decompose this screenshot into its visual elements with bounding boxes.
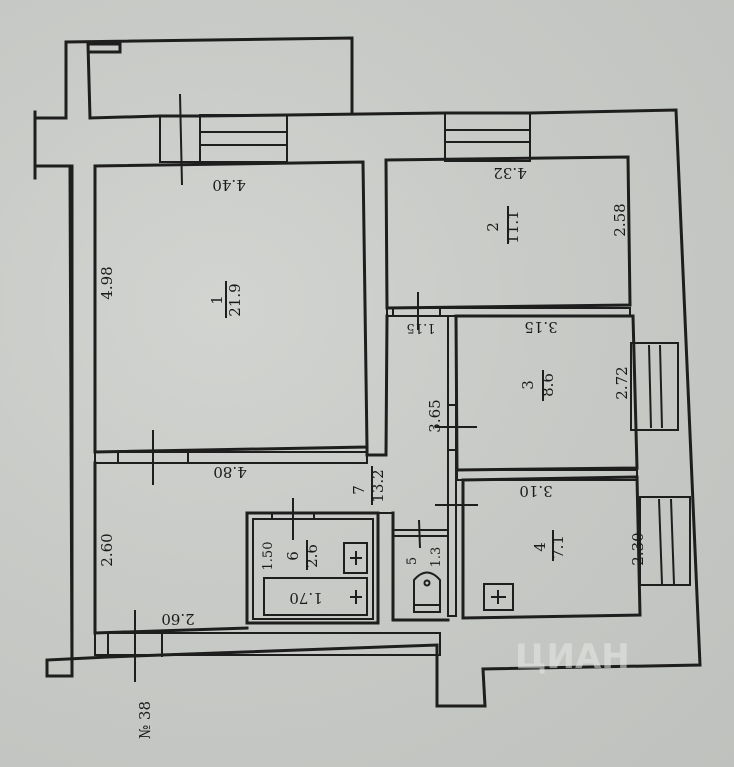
- dim-room-3-top: 3.15: [524, 318, 557, 336]
- dim-room-7-bottom: 2.60: [161, 610, 194, 628]
- apartment-number-label: № 38: [136, 701, 154, 739]
- dim-room-7-corridor: 3.65: [426, 399, 444, 432]
- room-5: [391, 511, 450, 622]
- dim-room-2-right: 2.58: [611, 203, 629, 236]
- room-2-labels: 4.32 2.58 2 11.1: [484, 164, 629, 244]
- room-3-area: 8.6: [539, 373, 557, 397]
- toilet-icon: [413, 571, 441, 613]
- room-6-labels: 1.50 6 2.6 1.70: [261, 540, 323, 607]
- room-7-area: 13.2: [369, 469, 387, 502]
- room-3: [435, 314, 639, 617]
- room-7-number: 7: [350, 485, 368, 495]
- dim-room-1-left: 4.98: [98, 266, 116, 299]
- dim-room-4-top: 3.10: [519, 482, 552, 500]
- dim-room-4-right: 2.30: [629, 532, 647, 565]
- room-6: [245, 498, 380, 625]
- bathtub-icon: [263, 577, 368, 616]
- room-7: [93, 314, 441, 682]
- room-5-number: 5: [405, 557, 420, 565]
- sink-icon: [343, 542, 368, 574]
- watermark: ЦИАН: [515, 637, 630, 677]
- room-4-area: 7.1: [549, 535, 567, 559]
- window-room-4: [639, 496, 691, 586]
- window-room-1: [159, 93, 288, 186]
- top-annex: [64, 36, 354, 120]
- room-1-area: 21.9: [226, 283, 244, 316]
- room-1-number: 1: [208, 295, 226, 305]
- room-5-labels: 5 1.3: [405, 547, 444, 568]
- window-room-3: [630, 342, 679, 431]
- dim-room-1-top: 4.40: [212, 176, 245, 194]
- room-1: [93, 160, 369, 485]
- room-5-area: 1.3: [429, 547, 444, 568]
- window-room-2: [444, 112, 531, 162]
- dim-room-6-side: 1.50: [261, 542, 276, 571]
- room-6-number: 6: [284, 551, 302, 561]
- room-7-labels: 2.60 2.60 3.65 1.15 7 13.2: [98, 320, 444, 628]
- left-wall-stub: [33, 110, 74, 677]
- dim-room-7-left: 2.60: [98, 533, 116, 566]
- dim-room-3-right: 2.72: [613, 366, 631, 399]
- room-1-labels: 4.40 4.98 4.80 1 21.9: [98, 176, 247, 481]
- room-6-area: 2.6: [303, 544, 321, 568]
- room-3-labels: 3.15 2.72 3 8.6: [519, 318, 631, 401]
- room-3-number: 3: [519, 380, 537, 390]
- room-4: [435, 469, 642, 620]
- room-2-area: 11.1: [504, 210, 522, 243]
- dim-room-1-bottom: 4.80: [213, 463, 246, 481]
- dim-room-7-hall: 1.15: [407, 320, 436, 335]
- room-4-labels: 3.10 2.30 4 7.1: [519, 482, 647, 566]
- dim-room-6-bath: 1.70: [289, 589, 322, 607]
- dim-room-2-top: 4.32: [493, 164, 526, 182]
- room-4-number: 4: [531, 542, 549, 552]
- room-2-number: 2: [484, 222, 502, 232]
